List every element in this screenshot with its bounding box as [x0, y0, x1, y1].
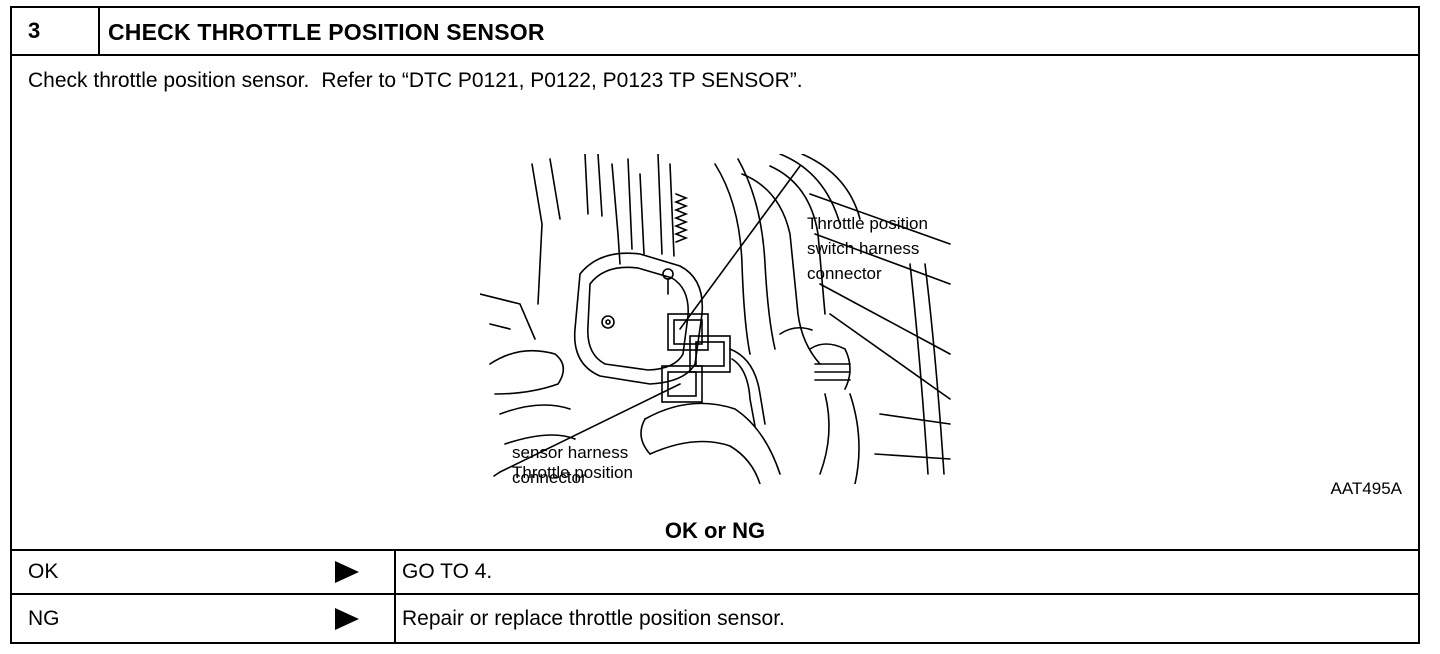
result-label-ok: OK	[28, 560, 59, 583]
step-number: 3	[12, 8, 100, 54]
engine-illustration: Throttle position switch harness connect…	[480, 154, 951, 484]
result-action-ok: GO TO 4.	[402, 560, 493, 583]
callout-top-line-2: switch harness	[807, 239, 919, 258]
callout-bottom-line-3: connector	[512, 468, 587, 487]
result-row-ng: NG Repair or replace throttle position s…	[12, 595, 1418, 642]
callout-top-line-3: connector	[807, 264, 882, 283]
instruction-main: Check throttle position sensor.	[28, 69, 310, 92]
step-title: CHECK THROTTLE POSITION SENSOR	[108, 19, 545, 45]
figure-code: AAT495A	[1330, 479, 1402, 498]
column-divider	[394, 551, 396, 593]
step-header-row: 3 CHECK THROTTLE POSITION SENSOR	[12, 8, 1418, 56]
column-divider	[394, 595, 396, 642]
callout-bottom-line-2: sensor harness	[512, 443, 629, 462]
right-triangle-arrow-icon	[334, 551, 360, 593]
instruction-reference: Refer to “DTC P0121, P0122, P0123 TP SEN…	[321, 69, 803, 92]
engine-drawing	[480, 154, 951, 484]
instruction-text: Check throttle position sensor. Refer to …	[28, 68, 803, 94]
callout-bottom-line-1: Throttle position	[512, 463, 633, 482]
step-body: Check throttle position sensor. Refer to …	[12, 56, 1418, 551]
result-row-ok: OK GO TO 4.	[12, 551, 1418, 595]
right-triangle-arrow-icon	[334, 595, 360, 642]
result-action-ng: Repair or replace throttle position sens…	[402, 606, 785, 630]
callout-top-line-1: Throttle position	[807, 214, 928, 233]
result-label-ng: NG	[28, 606, 60, 630]
decision-label: OK or NG	[664, 518, 766, 543]
inspection-step-table: 3 CHECK THROTTLE POSITION SENSOR Check t…	[10, 6, 1420, 644]
callout-bottom-continued: sensor harness connector	[512, 440, 628, 490]
